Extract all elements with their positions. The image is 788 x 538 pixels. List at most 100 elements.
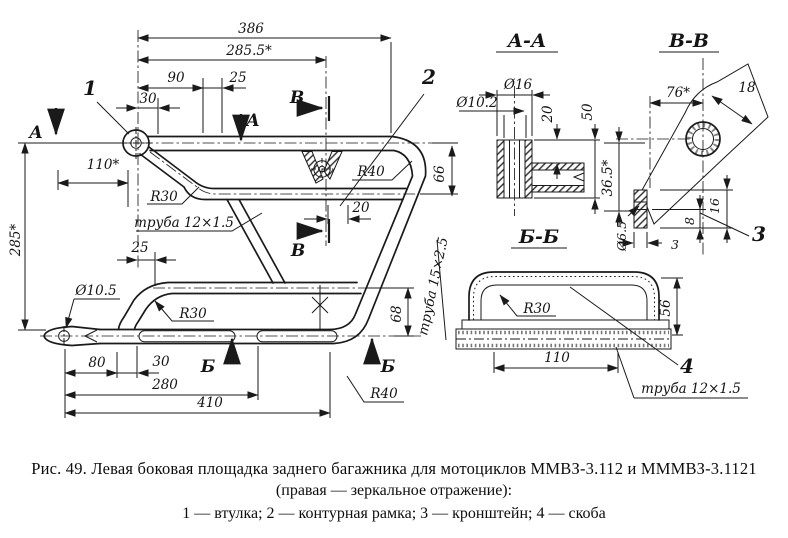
bb-label-tube12: труба 12×1.5	[641, 381, 741, 397]
section-vv-title: В-В	[668, 30, 709, 52]
bb-tube12-leader	[615, 346, 748, 399]
dim-110: 110*	[87, 157, 120, 173]
vv-strap-outline	[640, 63, 769, 225]
bb-arch-inner	[480, 284, 648, 320]
leader-callout-2	[339, 93, 425, 207]
leader-r30-lower	[154, 300, 214, 322]
section-bb-title: Б-Б	[518, 226, 559, 248]
label-tube15: труба 15×2.5	[415, 236, 451, 337]
vv-boss-outer	[685, 121, 721, 157]
vv-dim-76: 76*	[666, 85, 690, 101]
dim-30-bot: 30	[152, 354, 170, 370]
aa-bushing-wall-left	[496, 139, 505, 199]
bracket-crosshair	[311, 158, 333, 180]
bb-arch-outer	[468, 271, 660, 321]
frame-outer-edge	[99, 135, 427, 345]
vv-18-line	[711, 95, 753, 125]
callout-3: 3	[752, 222, 766, 246]
dim-80: 80	[88, 355, 106, 371]
vv-dim-6-5: Ø6.5	[614, 221, 629, 252]
dim-280: 280	[151, 377, 178, 393]
leader-callout-1	[96, 101, 130, 135]
dim-285: 285*	[8, 223, 24, 257]
eyelet-notch	[83, 329, 98, 343]
aa-tube-wall-bot	[531, 185, 585, 193]
bb-dim-110: 110	[544, 350, 570, 366]
middle-tube-top	[148, 146, 407, 190]
bracket-right-web	[323, 151, 343, 180]
dim-68: 68	[389, 305, 405, 323]
vv-dim-16: 16	[707, 198, 722, 214]
ext-68	[366, 287, 414, 337]
middle-tube-bottom	[139, 153, 404, 201]
bushing-crosshair	[120, 127, 152, 159]
ext-90-25	[202, 78, 223, 133]
label-r40-bot: R40	[369, 386, 398, 402]
bb-label-r30: R30	[522, 301, 551, 317]
weld-mark	[311, 285, 329, 330]
leader-r30-upper	[147, 186, 200, 205]
aa-dim-36-5: 36.5*	[600, 159, 616, 196]
aa-bore-lines	[509, 140, 520, 198]
callout-1: 1	[83, 76, 97, 100]
vv-boss-hatch	[686, 122, 720, 156]
aa-dim-50: 50	[580, 103, 596, 121]
dim-410: 410	[196, 395, 223, 411]
aa-ext-10-2	[503, 115, 527, 138]
leader-tube15	[436, 239, 447, 341]
callout-4: 4	[680, 354, 694, 378]
vv-dim-8: 8	[682, 217, 697, 225]
aa-tube-end	[572, 163, 585, 192]
vv-centerlines	[616, 58, 704, 256]
vv-6-5-leader	[627, 205, 640, 217]
caption-line-3: 1 — втулка; 2 — контурная рамка; 3 — кро…	[182, 505, 606, 522]
bb-plate	[461, 319, 670, 330]
section-bb: Б-Б R30 110 56 4 труба 12×1.5	[455, 226, 748, 399]
rail-slot-left	[138, 330, 236, 343]
ext-20	[327, 205, 349, 224]
main-view: 386 285.5* 90 25 30 110* 285* 25 R30 тру…	[8, 21, 458, 418]
mark-a-right: А	[244, 111, 260, 131]
aa-dim-10-2: Ø10.2	[455, 95, 497, 111]
vv-dim-3: 3	[671, 237, 679, 252]
section-aa: А-А Ø16 Ø10.2 20 50 36.5*	[455, 30, 645, 227]
label-tube12: труба 12×1.5	[134, 215, 234, 231]
bb-dim-56: 56	[658, 299, 674, 317]
vv-ext-3	[633, 232, 648, 248]
dim-25-mid: 25	[130, 240, 148, 256]
ext-110	[57, 170, 129, 207]
leader-tube12	[136, 212, 263, 232]
brace-tube	[226, 198, 286, 284]
leader-callout-3	[699, 212, 750, 237]
dim-285-5: 285.5*	[225, 43, 272, 59]
ext-bottom	[64, 346, 331, 418]
bb-r30-leader	[499, 294, 556, 317]
dim-66: 66	[432, 165, 448, 183]
middle-tube-centerline	[149, 151, 418, 195]
callout-2: 2	[421, 65, 436, 89]
figure-caption: Рис. 49. Левая боковая площадка заднего …	[0, 459, 788, 523]
leader-r40-bot	[346, 375, 404, 403]
ext-285	[18, 142, 124, 331]
aa-ext-16	[496, 90, 533, 136]
leader-r40-top	[352, 160, 413, 181]
section-vv: В-В 76* 18 Ø6.5 8 16 3 3	[614, 30, 769, 256]
dim-386: 386	[238, 21, 264, 37]
dim-20: 20	[351, 200, 370, 216]
label-r30-upper: R30	[149, 189, 178, 205]
leader-callout-4	[569, 286, 679, 366]
drawing-canvas: 386 285.5* 90 25 30 110* 285* 25 R30 тру…	[8, 21, 769, 418]
dim-30-top: 30	[139, 91, 157, 107]
frame-inner-edge	[99, 149, 414, 331]
aa-dim-20: 20	[540, 105, 556, 124]
mark-b-bot: В	[290, 241, 305, 261]
section-aa-title: А-А	[506, 30, 547, 52]
lower-tube-bottom	[133, 292, 362, 331]
ext-66	[420, 142, 458, 195]
aa-dim-16: Ø16	[503, 77, 533, 93]
bracket-left-web	[301, 151, 324, 184]
mark-b-top: В	[289, 88, 304, 108]
caption-line-2: (правая — зеркальное отражение):	[275, 482, 513, 499]
dim-25-top: 25	[228, 70, 246, 86]
